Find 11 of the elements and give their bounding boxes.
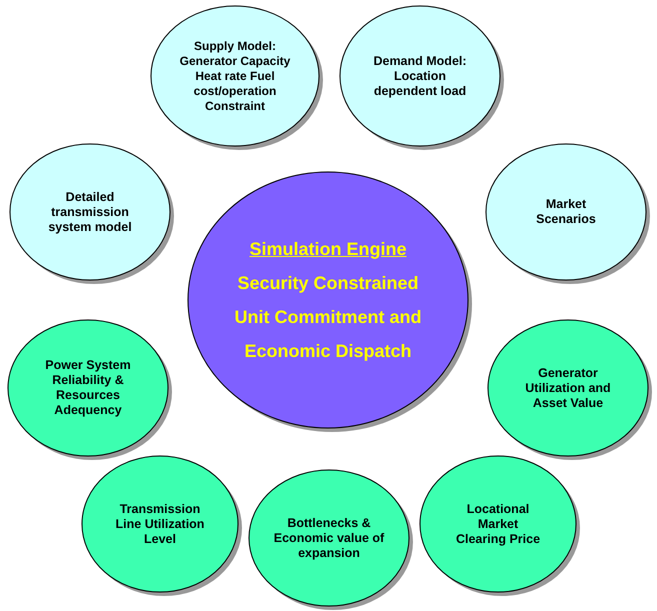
node-text: Bottlenecks & Economic value of expansion (272, 516, 386, 560)
node-text: Demand Model: Location dependent load (372, 54, 468, 98)
node-text: Power System Reliability & Resources Adequency (44, 358, 132, 418)
node-text: Generator Utilization and Asset Value (524, 366, 612, 410)
node-text: Security Constrained Unit Commitment and Economic Dispatch (234, 272, 422, 363)
node-text: Market Scenarios (535, 197, 597, 227)
node-text: Detailed transmission system model (47, 190, 133, 234)
node-text: Transmission Line Utilization Level (114, 502, 206, 546)
node-text: Locational Market Clearing Price (454, 502, 542, 546)
node-text: Supply Model: Generator Capacity Heat rate Fuel cost/operation Constraint (178, 38, 292, 114)
node-heading: Simulation Engine (249, 238, 406, 261)
